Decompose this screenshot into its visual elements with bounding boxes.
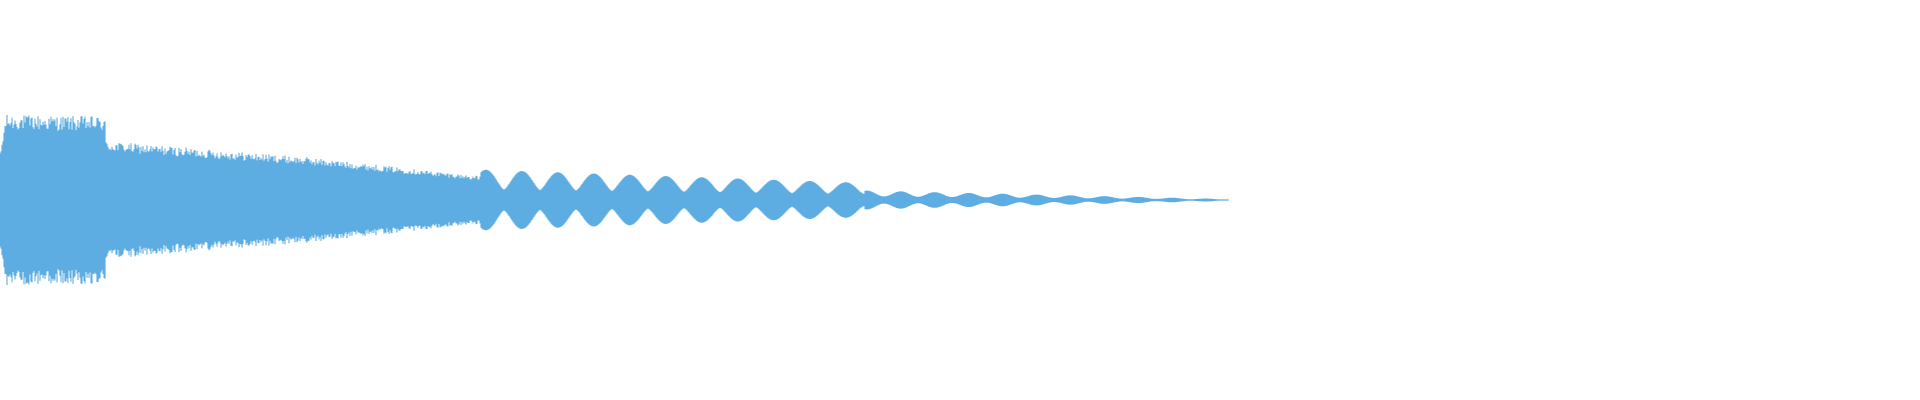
waveform-bars: [0, 114, 1229, 286]
